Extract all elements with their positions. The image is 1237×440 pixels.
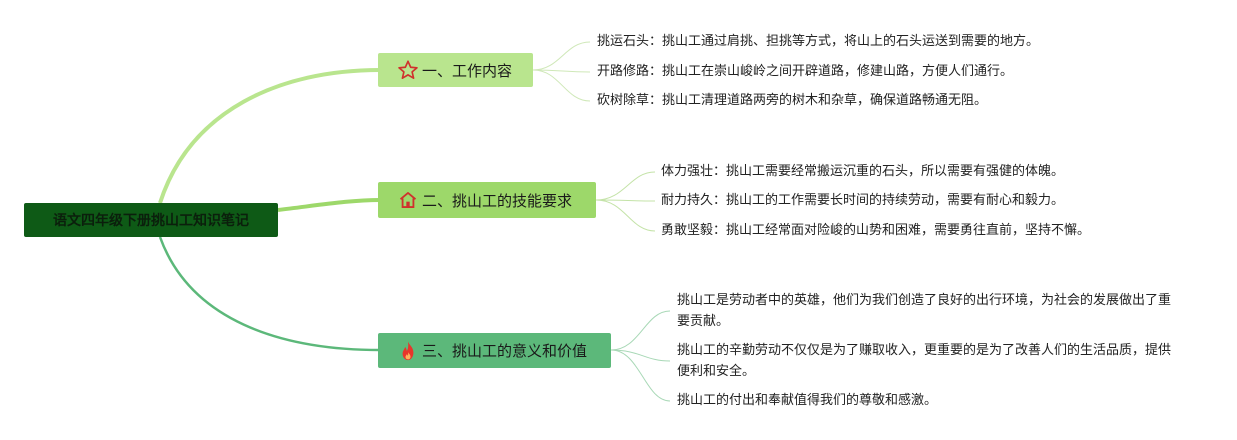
leaf-item: 砍树除草：挑山工清理道路两旁的树木和杂草，确保道路畅通无阻。 xyxy=(597,93,988,108)
leaf-item: 挑山工的辛勤劳动不仅仅是为了赚取收入，更重要的是为了改善人们的生活品质，提供便利… xyxy=(677,343,1172,379)
connector-b1-leaf-1 xyxy=(532,41,591,71)
leaf-item: 勇敢坚毅：挑山工经常面对险峻的山势和困难，需要勇往直前，坚持不懈。 xyxy=(661,223,1091,238)
leaf-item: 挑山工的付出和奉献值得我们的尊敬和感激。 xyxy=(677,393,938,408)
branch-meaning-value[interactable]: 三、挑山工的意义和价值 xyxy=(378,333,611,368)
connector-b2-leaf-2 xyxy=(595,199,656,202)
connector-b2-leaf-1 xyxy=(595,171,656,201)
branch-skill-requirements[interactable]: 二、挑山工的技能要求 xyxy=(378,182,596,218)
connector-root-branch-1 xyxy=(158,68,381,204)
leaf-item: 耐力持久：挑山工的工作需要长时间的持续劳动，需要有耐心和毅力。 xyxy=(661,193,1065,208)
branch-title: 一、工作内容 xyxy=(422,61,513,80)
branch-title: 三、挑山工的意义和价值 xyxy=(422,342,588,360)
connector-b1-leaf-3 xyxy=(532,69,591,102)
connector-b1-leaf-2 xyxy=(532,69,591,73)
connector-b3-leaf-1 xyxy=(610,310,671,351)
leaf-item: 挑运石头：挑山工通过肩挑、担挑等方式，将山上的石头运送到需要的地方。 xyxy=(597,34,1040,49)
connector-b3-leaf-3 xyxy=(610,349,671,402)
root-title: 语文四年级下册挑山工知识笔记 xyxy=(53,213,249,229)
house-icon xyxy=(396,188,420,212)
leaf-item: 体力强壮：挑山工需要经常搬运沉重的石头，所以需要有强健的体魄。 xyxy=(661,164,1065,179)
connector-b2-leaf-3 xyxy=(595,199,656,232)
star-icon xyxy=(396,58,420,82)
connector-root-branch-3 xyxy=(158,236,381,352)
leaf-item: 挑山工是劳动者中的英雄，他们为我们创造了良好的出行环境，为社会的发展做出了重要贡… xyxy=(677,293,1172,329)
connector-b3-leaf-2 xyxy=(610,349,671,362)
branch-work-content[interactable]: 一、工作内容 xyxy=(378,53,533,87)
connector-root-branch-2 xyxy=(277,198,381,212)
leaf-item: 开路修路：挑山工在崇山峻岭之间开辟道路，修建山路，方便人们通行。 xyxy=(597,64,1014,79)
root-node[interactable]: 语文四年级下册挑山工知识笔记 xyxy=(24,203,278,237)
fire-icon xyxy=(396,339,420,363)
branch-title: 二、挑山工的技能要求 xyxy=(422,191,573,210)
